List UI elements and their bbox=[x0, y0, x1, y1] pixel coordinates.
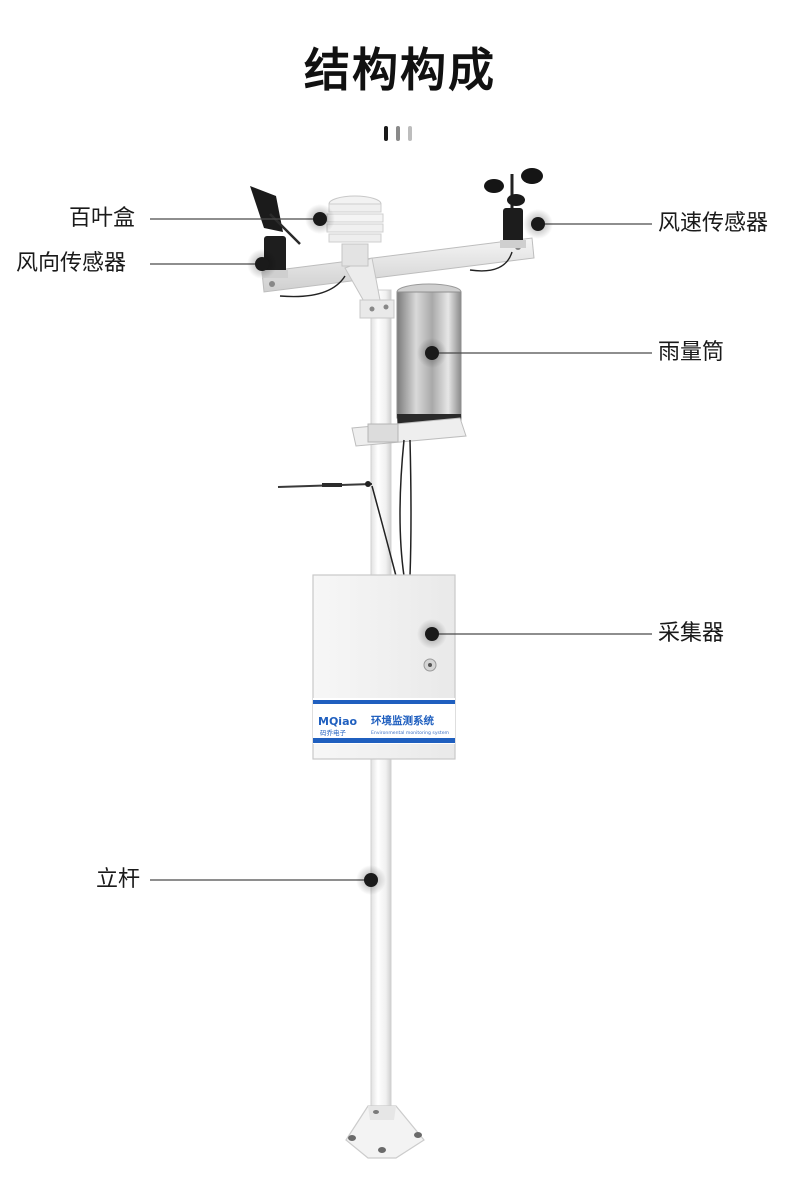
marker-wind-direction bbox=[247, 249, 277, 279]
antenna bbox=[277, 481, 373, 488]
enclosure-brand: MQiao bbox=[318, 715, 357, 728]
marker-wind-speed bbox=[523, 209, 553, 239]
label-collector: 采集器 bbox=[658, 621, 725, 646]
divider-dot-1 bbox=[384, 126, 388, 141]
page-title: 结构构成 bbox=[304, 43, 496, 97]
marker-pole bbox=[356, 865, 386, 895]
markers bbox=[247, 204, 553, 895]
enclosure-brand-cn: 码乔电子 bbox=[320, 728, 347, 737]
anemometer bbox=[484, 168, 543, 248]
divider-dot-2 bbox=[396, 126, 400, 141]
marker-louver-box bbox=[305, 204, 335, 234]
enclosure-system-name: 环境监测系统 bbox=[371, 714, 434, 727]
label-louver-box: 百叶盒 bbox=[69, 206, 136, 231]
label-wind-speed-sensor: 风速传感器 bbox=[658, 211, 769, 236]
cables bbox=[371, 439, 412, 577]
label-rain-gauge: 雨量筒 bbox=[658, 340, 725, 365]
marker-collector bbox=[417, 619, 447, 649]
label-wind-direction-sensor: 风向传感器 bbox=[16, 251, 127, 276]
louver-box bbox=[326, 195, 384, 267]
enclosure-system-name-en: Environmental monitoring system bbox=[371, 730, 450, 736]
marker-rain-gauge bbox=[417, 338, 447, 368]
collector-enclosure: MQiao 码乔电子 环境监测系统 Environmental monitori… bbox=[312, 574, 456, 760]
label-pole: 立杆 bbox=[96, 867, 141, 892]
cross-arm bbox=[261, 237, 535, 319]
divider-dot-3 bbox=[408, 126, 412, 141]
leader-lines bbox=[150, 218, 652, 881]
